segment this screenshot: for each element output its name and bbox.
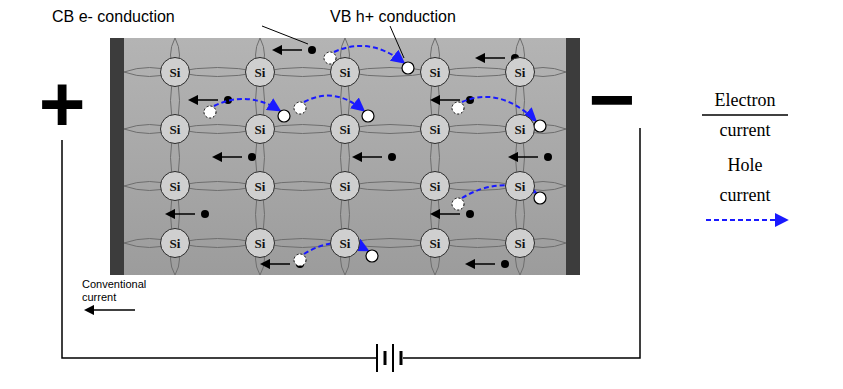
callout-label: VB h+ conduction: [330, 7, 456, 26]
polarity-sign: +: [39, 64, 86, 144]
atom-symbol: Si: [430, 66, 441, 79]
atom-symbol: Si: [515, 237, 526, 250]
silicon-atom: Si: [420, 114, 450, 144]
electrode: [566, 38, 580, 275]
silicon-atom: Si: [330, 114, 360, 144]
silicon-atom: Si: [330, 57, 360, 87]
atom-symbol: Si: [255, 66, 266, 79]
atom-symbol: Si: [430, 180, 441, 193]
electron-arrow: [214, 156, 242, 158]
silicon-atom: Si: [160, 228, 190, 258]
electron: [501, 260, 509, 268]
hole: [278, 110, 290, 122]
atom-symbol: Si: [255, 123, 266, 136]
atom-symbol: Si: [430, 237, 441, 250]
silicon-atom: Si: [160, 114, 190, 144]
electron-arrow: [432, 213, 460, 215]
atom-symbol: Si: [255, 180, 266, 193]
atom-symbol: Si: [170, 66, 181, 79]
atom-symbol: Si: [340, 237, 351, 250]
electron: [388, 153, 396, 161]
electron-arrow: [167, 213, 195, 215]
leader-line: [262, 26, 308, 44]
silicon-atom: Si: [160, 171, 190, 201]
atom-symbol: Si: [515, 180, 526, 193]
silicon-atom: Si: [330, 171, 360, 201]
atom-symbol: Si: [170, 123, 181, 136]
electron: [544, 153, 552, 161]
atom-symbol: Si: [340, 66, 351, 79]
polarity-sign: −: [589, 60, 636, 140]
hole-arrow: [304, 96, 363, 110]
electron: [466, 210, 474, 218]
leader-line: [390, 26, 404, 58]
electron-arrow: [510, 156, 538, 158]
electrode: [110, 38, 124, 275]
hole-arrow: [214, 99, 279, 110]
hole: [366, 250, 378, 262]
charge-carriers: [167, 46, 552, 268]
silicon-atom: Si: [245, 57, 275, 87]
vacated-hole: [204, 106, 216, 118]
vacated-hole: [294, 102, 306, 114]
legend-text: Hole current: [705, 150, 785, 210]
crystal-bonds: [124, 38, 566, 275]
current-arrow: [86, 309, 135, 311]
silicon-atom: Si: [505, 114, 535, 144]
vacated-hole: [294, 254, 306, 266]
silicon-atom: Si: [245, 171, 275, 201]
atom-symbol: Si: [515, 66, 526, 79]
legend-line: [702, 114, 788, 116]
hole: [534, 192, 546, 204]
atom-symbol: Si: [170, 180, 181, 193]
legend-text: Electron current: [705, 85, 785, 145]
hole: [362, 110, 374, 122]
electron: [308, 46, 316, 54]
atom-symbol: Si: [340, 180, 351, 193]
legend-dashed-arrow: [706, 219, 786, 221]
electron: [248, 153, 256, 161]
silicon-atom: Si: [245, 228, 275, 258]
battery-symbol: [377, 344, 401, 372]
hole: [534, 120, 546, 132]
electron-arrow: [354, 156, 382, 158]
current-label: Conventional current: [82, 278, 162, 304]
callout-label: CB e- conduction: [52, 7, 175, 26]
silicon-crystal: [110, 38, 580, 275]
atom-symbol: Si: [255, 237, 266, 250]
atom-symbol: Si: [430, 123, 441, 136]
electron-arrow: [477, 57, 505, 59]
silicon-atom: Si: [160, 57, 190, 87]
electron-arrow: [274, 49, 302, 51]
silicon-atom: Si: [330, 228, 360, 258]
vacated-hole: [452, 102, 464, 114]
atom-symbol: Si: [340, 123, 351, 136]
vacated-hole: [452, 198, 464, 210]
silicon-atom: Si: [420, 57, 450, 87]
atom-symbol: Si: [170, 237, 181, 250]
electron-arrow: [190, 99, 218, 101]
silicon-atom: Si: [505, 228, 535, 258]
silicon-atom: Si: [420, 228, 450, 258]
silicon-atom: Si: [420, 171, 450, 201]
hole: [402, 62, 414, 74]
atom-symbol: Si: [515, 123, 526, 136]
silicon-atom: Si: [245, 114, 275, 144]
silicon-atom: Si: [505, 57, 535, 87]
electron: [201, 210, 209, 218]
electron-arrow: [432, 99, 460, 101]
silicon-atom: Si: [505, 171, 535, 201]
electron-arrow: [467, 263, 495, 265]
electron-arrow: [262, 263, 290, 265]
